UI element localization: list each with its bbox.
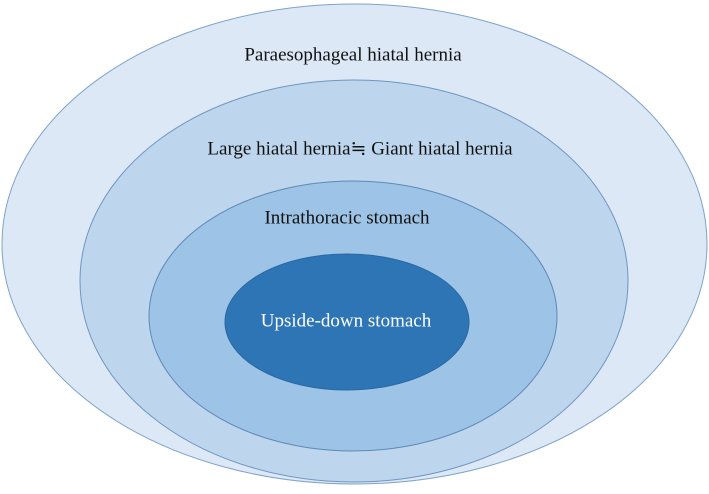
label-paraesophageal-hiatal-hernia: Paraesophageal hiatal hernia bbox=[244, 44, 462, 65]
label-large-hiatal-hernia: Large hiatal hernia≒ Giant hiatal hernia bbox=[207, 138, 513, 159]
ellipse-upside-down-stomach bbox=[224, 253, 470, 391]
label-upside-down-stomach: Upside-down stomach bbox=[261, 310, 432, 331]
label-intrathoracic-stomach: Intrathoracic stomach bbox=[264, 207, 430, 228]
